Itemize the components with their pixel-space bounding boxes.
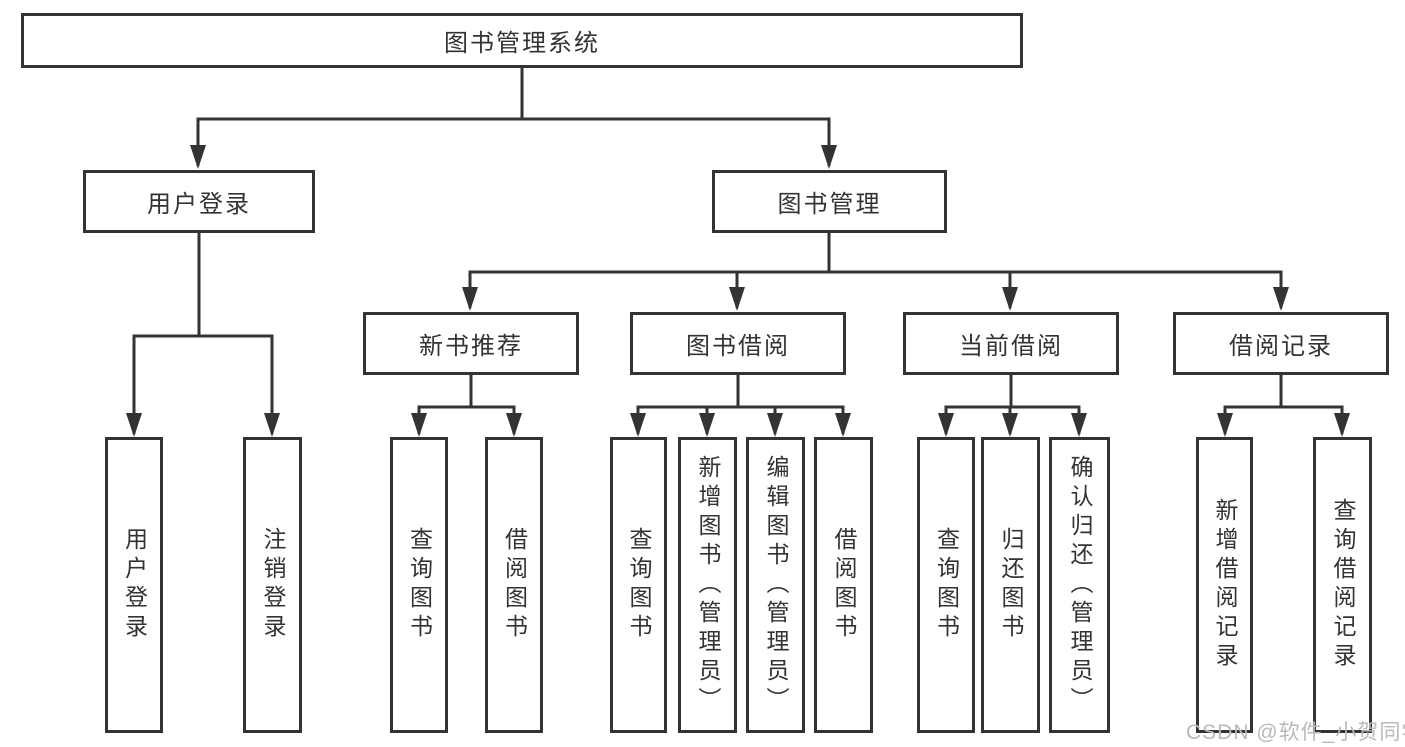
leaf-return-book: 归还图书 <box>981 437 1040 733</box>
node-current-borrow-label: 当前借阅 <box>959 333 1063 360</box>
arrow-down-icon <box>767 413 783 437</box>
node-borrow-records-label: 借阅记录 <box>1229 333 1333 360</box>
arrow-down-icon <box>506 413 522 437</box>
arrow-down-icon <box>1002 413 1018 437</box>
arrow-down-icon <box>699 413 715 437</box>
node-root-label: 图书管理系统 <box>444 30 600 57</box>
leaf-current-query-label: 查询图书 <box>933 527 960 643</box>
connector-level3-bar <box>468 270 1283 308</box>
leaf-borrow-edit-admin: 编辑图书（管理员） <box>746 437 805 733</box>
leaf-newbook-borrow-label: 借阅图书 <box>501 527 528 643</box>
arrow-down-icon <box>190 145 206 169</box>
leaf-record-query-label: 查询借阅记录 <box>1330 498 1356 672</box>
leaf-record-add-label: 新增借阅记录 <box>1212 498 1238 672</box>
node-borrow-records: 借阅记录 <box>1173 312 1389 375</box>
leaf-return-book-label: 归还图书 <box>998 527 1024 643</box>
arrow-down-icon <box>264 413 280 437</box>
node-book-management: 图书管理 <box>712 170 947 233</box>
connector-new-book-bar <box>417 405 516 434</box>
arrow-down-icon <box>835 413 851 437</box>
leaf-newbook-borrow: 借阅图书 <box>485 437 543 733</box>
leaf-borrow-query-label: 查询图书 <box>626 527 652 643</box>
leaf-borrow-query: 查询图书 <box>610 437 667 733</box>
leaf-user-login: 用户登录 <box>105 437 163 733</box>
leaf-current-query: 查询图书 <box>917 437 975 733</box>
arrow-down-icon <box>729 287 745 311</box>
node-book-borrow: 图书借阅 <box>630 312 846 375</box>
arrow-down-icon <box>630 413 646 437</box>
connector-paths <box>132 68 1344 434</box>
leaf-borrow-add-admin: 新增图书（管理员） <box>678 437 737 733</box>
arrow-down-icon <box>821 145 837 169</box>
arrow-down-icon <box>1217 413 1233 437</box>
connector-records-bar <box>1223 405 1344 434</box>
node-user-login: 用户登录 <box>83 170 315 233</box>
arrow-down-icon <box>1273 287 1289 311</box>
node-root: 图书管理系统 <box>21 13 1023 68</box>
leaf-newbook-query: 查询图书 <box>390 437 448 733</box>
arrow-down-icon <box>411 413 427 437</box>
arrow-down-icon <box>1002 287 1018 311</box>
node-book-borrow-label: 图书借阅 <box>686 333 790 360</box>
arrow-down-icon <box>462 287 478 311</box>
arrow-down-icon <box>1071 413 1087 437</box>
leaf-confirm-return-admin: 确认归还（管理员） <box>1049 437 1110 733</box>
leaf-newbook-query-label: 查询图书 <box>406 527 433 643</box>
node-user-login-label: 用户登录 <box>147 191 251 218</box>
node-new-book-recommend-label: 新书推荐 <box>419 333 523 360</box>
leaf-logout: 注销登录 <box>243 437 302 733</box>
leaf-logout-label: 注销登录 <box>260 527 286 643</box>
connector-user-login-bar <box>132 334 274 434</box>
leaf-record-query: 查询借阅记录 <box>1313 437 1372 733</box>
connector-level2-bar <box>196 117 831 166</box>
leaf-borrow-add-admin-label: 新增图书（管理员） <box>695 454 721 716</box>
connector-borrow-bar <box>636 405 845 434</box>
leaf-record-add: 新增借阅记录 <box>1196 437 1253 733</box>
csdn-watermark: CSDN @软件_小贺同学 <box>1186 721 1405 744</box>
connector-current-bar <box>944 405 1081 434</box>
node-current-borrow: 当前借阅 <box>903 312 1119 375</box>
arrow-down-icon <box>1334 413 1350 437</box>
leaf-confirm-return-admin-label: 确认归还（管理员） <box>1067 454 1093 716</box>
leaf-borrow-book: 借阅图书 <box>814 437 873 733</box>
node-new-book-recommend: 新书推荐 <box>363 312 579 375</box>
arrow-down-icon <box>938 413 954 437</box>
leaf-user-login-label: 用户登录 <box>121 527 148 643</box>
leaf-borrow-edit-admin-label: 编辑图书（管理员） <box>763 454 789 716</box>
node-book-management-label: 图书管理 <box>777 191 882 218</box>
arrow-down-icon <box>126 413 142 437</box>
leaf-borrow-book-label: 借阅图书 <box>831 527 857 643</box>
